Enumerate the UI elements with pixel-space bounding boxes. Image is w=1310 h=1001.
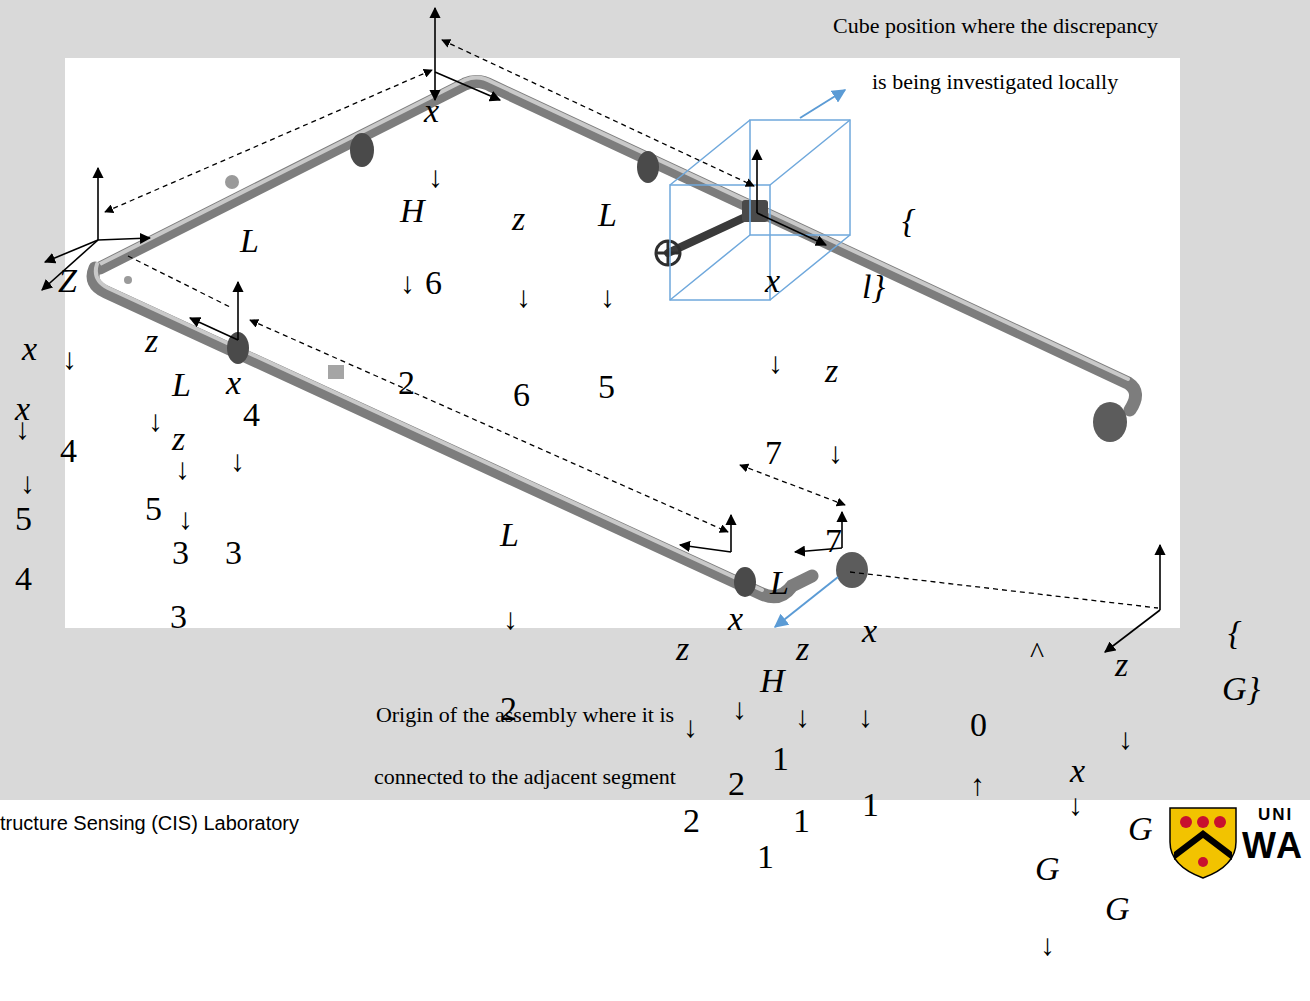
math-symbol: z (1115, 646, 1128, 683)
math-symbol: x (765, 262, 780, 299)
math-symbol: x (1070, 752, 1085, 789)
math-symbol: G (1105, 890, 1130, 927)
math-symbol: Z (58, 262, 77, 299)
math-symbol: 6 (425, 264, 442, 301)
math-symbol: x (728, 600, 743, 637)
math-symbol: 5 (15, 500, 32, 537)
math-symbol: 1 (772, 740, 789, 777)
math-symbol: 1 (862, 786, 879, 823)
math-symbol: ↓ (503, 602, 518, 635)
math-symbol: ↓ (20, 466, 35, 499)
math-symbol: z (825, 352, 838, 389)
math-symbol: ↓ (858, 700, 873, 733)
math-symbol: ↓ (175, 452, 190, 485)
inspection-cube (670, 120, 850, 300)
math-symbol: 1 (793, 802, 810, 839)
math-symbol: ↓ (768, 346, 783, 379)
math-symbol: 2 (500, 690, 517, 727)
math-symbol: 5 (145, 490, 162, 527)
math-symbol: z (145, 322, 158, 359)
math-symbol: ↓ (148, 404, 163, 437)
render-panel (65, 58, 1180, 628)
math-symbol: H (760, 662, 785, 699)
math-symbol: { (902, 202, 916, 239)
math-symbol: 4 (243, 396, 260, 433)
math-symbol: G (1128, 810, 1153, 847)
math-symbol: 4 (15, 560, 32, 597)
callout-note: Origin of the assembly where it is conne… (335, 684, 715, 808)
math-symbol: ↓ (683, 710, 698, 743)
math-symbol: 3 (170, 598, 187, 635)
math-symbol: ↑ (970, 768, 985, 801)
math-symbol: 3 (225, 534, 242, 571)
math-symbol: ↓ (1068, 788, 1083, 821)
dimension-lines (105, 40, 1158, 608)
math-symbol: L (770, 564, 789, 601)
math-symbol: H (400, 192, 425, 229)
math-symbol: z (676, 630, 689, 667)
logo-text: WA (1242, 826, 1304, 866)
math-symbol: 1 (757, 838, 774, 875)
math-symbol: z (172, 420, 185, 457)
math-symbol: ↓ (600, 280, 615, 313)
math-symbol: ↓ (732, 692, 747, 725)
math-symbol: { (1228, 614, 1242, 651)
math-symbol: ↓ (1040, 928, 1055, 961)
math-symbol: 2 (398, 364, 415, 401)
math-symbol: z (512, 200, 525, 237)
cube-callout-arrow (800, 90, 845, 118)
flanges (124, 133, 1127, 597)
math-symbol: ↓ (178, 502, 193, 535)
math-symbol: z (796, 630, 809, 667)
math-symbol: x (424, 92, 439, 129)
math-symbol: ↓ (1118, 722, 1133, 755)
logo-text: UNI (1258, 806, 1293, 825)
math-symbol: G (1035, 850, 1060, 887)
math-symbol: ↓ (230, 444, 245, 477)
math-symbol: L (172, 366, 191, 403)
math-symbol: ↓ (828, 436, 843, 469)
math-symbol: 0 (970, 706, 987, 743)
math-symbol: 4 (60, 432, 77, 469)
math-symbol: 3 (172, 534, 189, 571)
math-symbol: ↓ (15, 412, 30, 445)
math-symbol: ↓ (400, 266, 415, 299)
math-symbol: ↓ (795, 700, 810, 733)
math-symbol: ^ (1030, 636, 1044, 669)
math-symbol: x (22, 330, 37, 367)
math-symbol: 2 (683, 802, 700, 839)
math-symbol: x (226, 364, 241, 401)
grey-ground (0, 0, 1310, 800)
math-symbol: 7 (825, 522, 842, 559)
math-symbol: ↓ (428, 160, 443, 193)
math-symbol: L (500, 516, 519, 553)
math-symbol: 5 (598, 368, 615, 405)
coordinate-frames (42, 8, 1160, 652)
math-symbol: L (240, 222, 259, 259)
math-symbol: 2 (728, 765, 745, 802)
university-shield (1170, 808, 1236, 878)
math-symbol: ↓ (62, 342, 77, 375)
math-symbol: L (598, 196, 617, 233)
footer-text: tructure Sensing (CIS) Laboratory (0, 812, 299, 834)
math-symbol: ↓ (516, 280, 531, 313)
handwheel (656, 241, 680, 265)
math-symbol: G} (1222, 670, 1260, 707)
math-symbol: l} (862, 268, 885, 305)
callout-note: Cube position where the discrepancy (833, 14, 1158, 38)
math-symbol: x (862, 612, 877, 649)
pipes (93, 77, 1135, 596)
math-symbol: 7 (765, 434, 782, 471)
math-symbol: 6 (513, 376, 530, 413)
callout-note: is being investigated locally (872, 70, 1118, 94)
